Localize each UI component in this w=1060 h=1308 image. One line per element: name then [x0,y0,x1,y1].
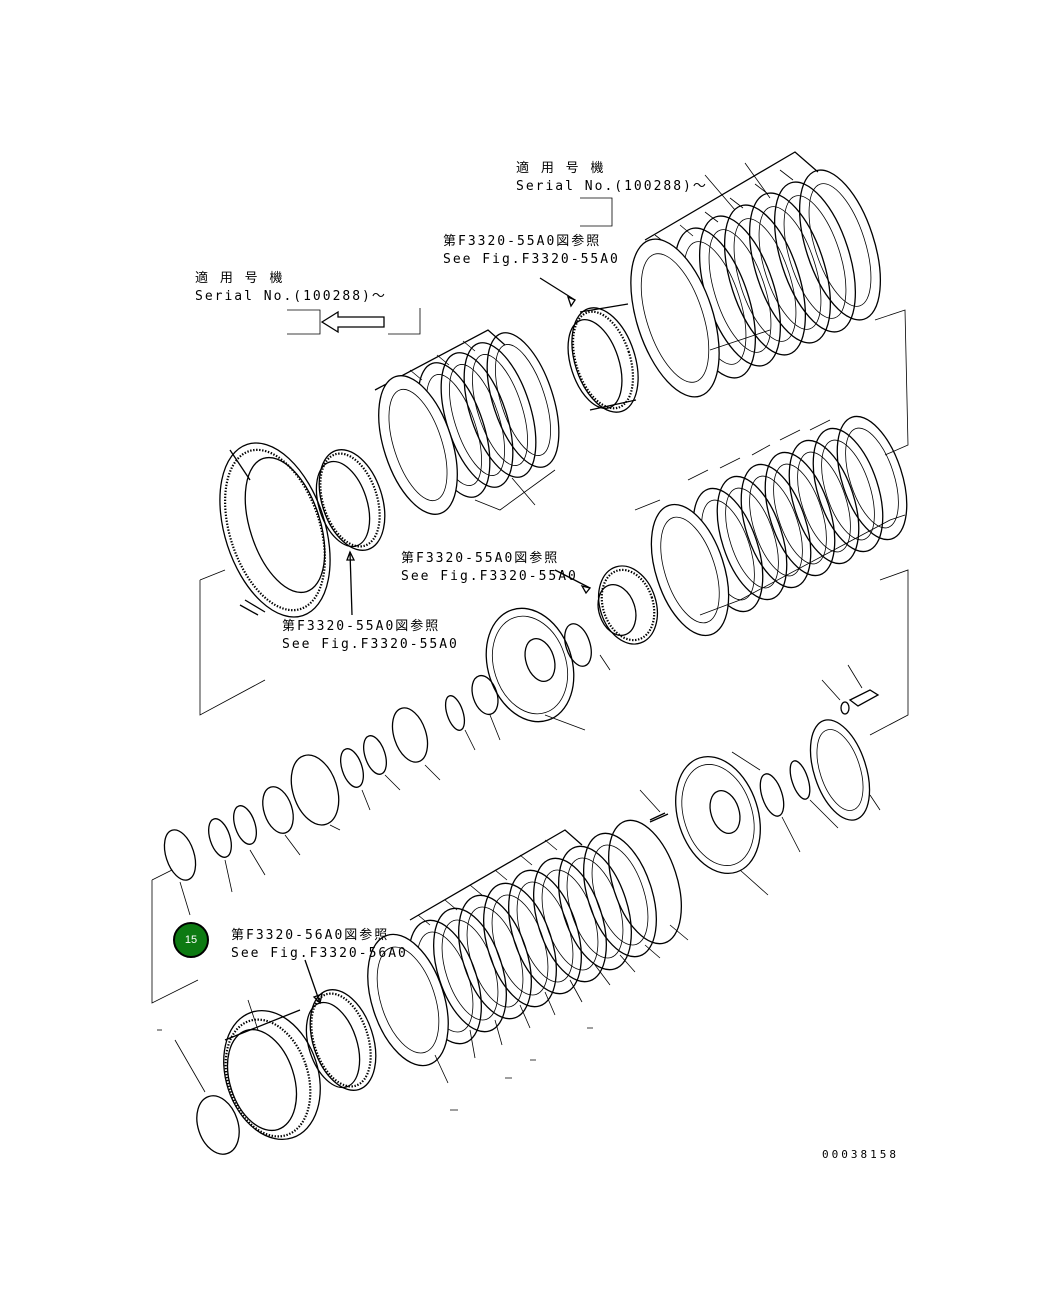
lower-carrier [639,755,769,896]
lower-clutch-pack [367,819,689,1111]
serial-label-top-jp: 適 用 号 機 [516,161,606,176]
ref-label-mid-jp: 第F3320-55A0図参照 [401,551,560,566]
serial-label-left-jp: 適 用 号 機 [195,271,285,286]
serial-label-left-en: Serial No.(100288)～ [195,289,387,304]
lower-drum [304,959,377,1091]
middle-right-clutch-pack [634,415,909,736]
left-bracket-lines [151,869,199,1004]
serial-label-top-en: Serial No.(100288)～ [516,179,708,194]
serial-bracket-left [287,308,421,335]
ref-label-left-en: See Fig.F3320-55A0 [282,637,459,652]
left-housing [199,442,331,716]
ref-label-top-jp: 第F3320-55A0図参照 [443,234,602,249]
ref-label-top-en: See Fig.F3320-55A0 [443,252,620,267]
part-callout-15[interactable]: 15 [173,922,209,958]
middle-drum [554,565,659,645]
top-left-clutch-pack [374,329,560,515]
ref-label-mid-en: See Fig.F3320-55A0 [401,569,578,584]
ref-label-mid: 第F3320-55A0図参照 See Fig.F3320-55A0 [401,550,578,586]
serial-label-top: 適 用 号 機 Serial No.(100288)～ [516,160,708,196]
lower-housing [157,999,321,1155]
top-right-clutch-pack [630,151,909,456]
left-drum [315,449,386,616]
bolt-assembly [731,664,881,853]
serial-bracket-top [580,197,613,227]
drawing-number: 00038158 [822,1148,899,1161]
ref-label-left: 第F3320-55A0図参照 See Fig.F3320-55A0 [282,618,459,654]
ref-label-bottom: 第F3320-56A0図参照 See Fig.F3320-56A0 [231,927,408,963]
top-drum [539,277,639,413]
ref-label-bottom-jp: 第F3320-56A0図参照 [231,928,390,943]
serial-label-left: 適 用 号 機 Serial No.(100288)～ [195,270,387,306]
ref-label-left-jp: 第F3320-55A0図参照 [282,619,441,634]
ref-label-top: 第F3320-55A0図参照 See Fig.F3320-55A0 [443,233,620,269]
middle-carrier [163,607,611,916]
ref-label-bottom-en: See Fig.F3320-56A0 [231,946,408,961]
